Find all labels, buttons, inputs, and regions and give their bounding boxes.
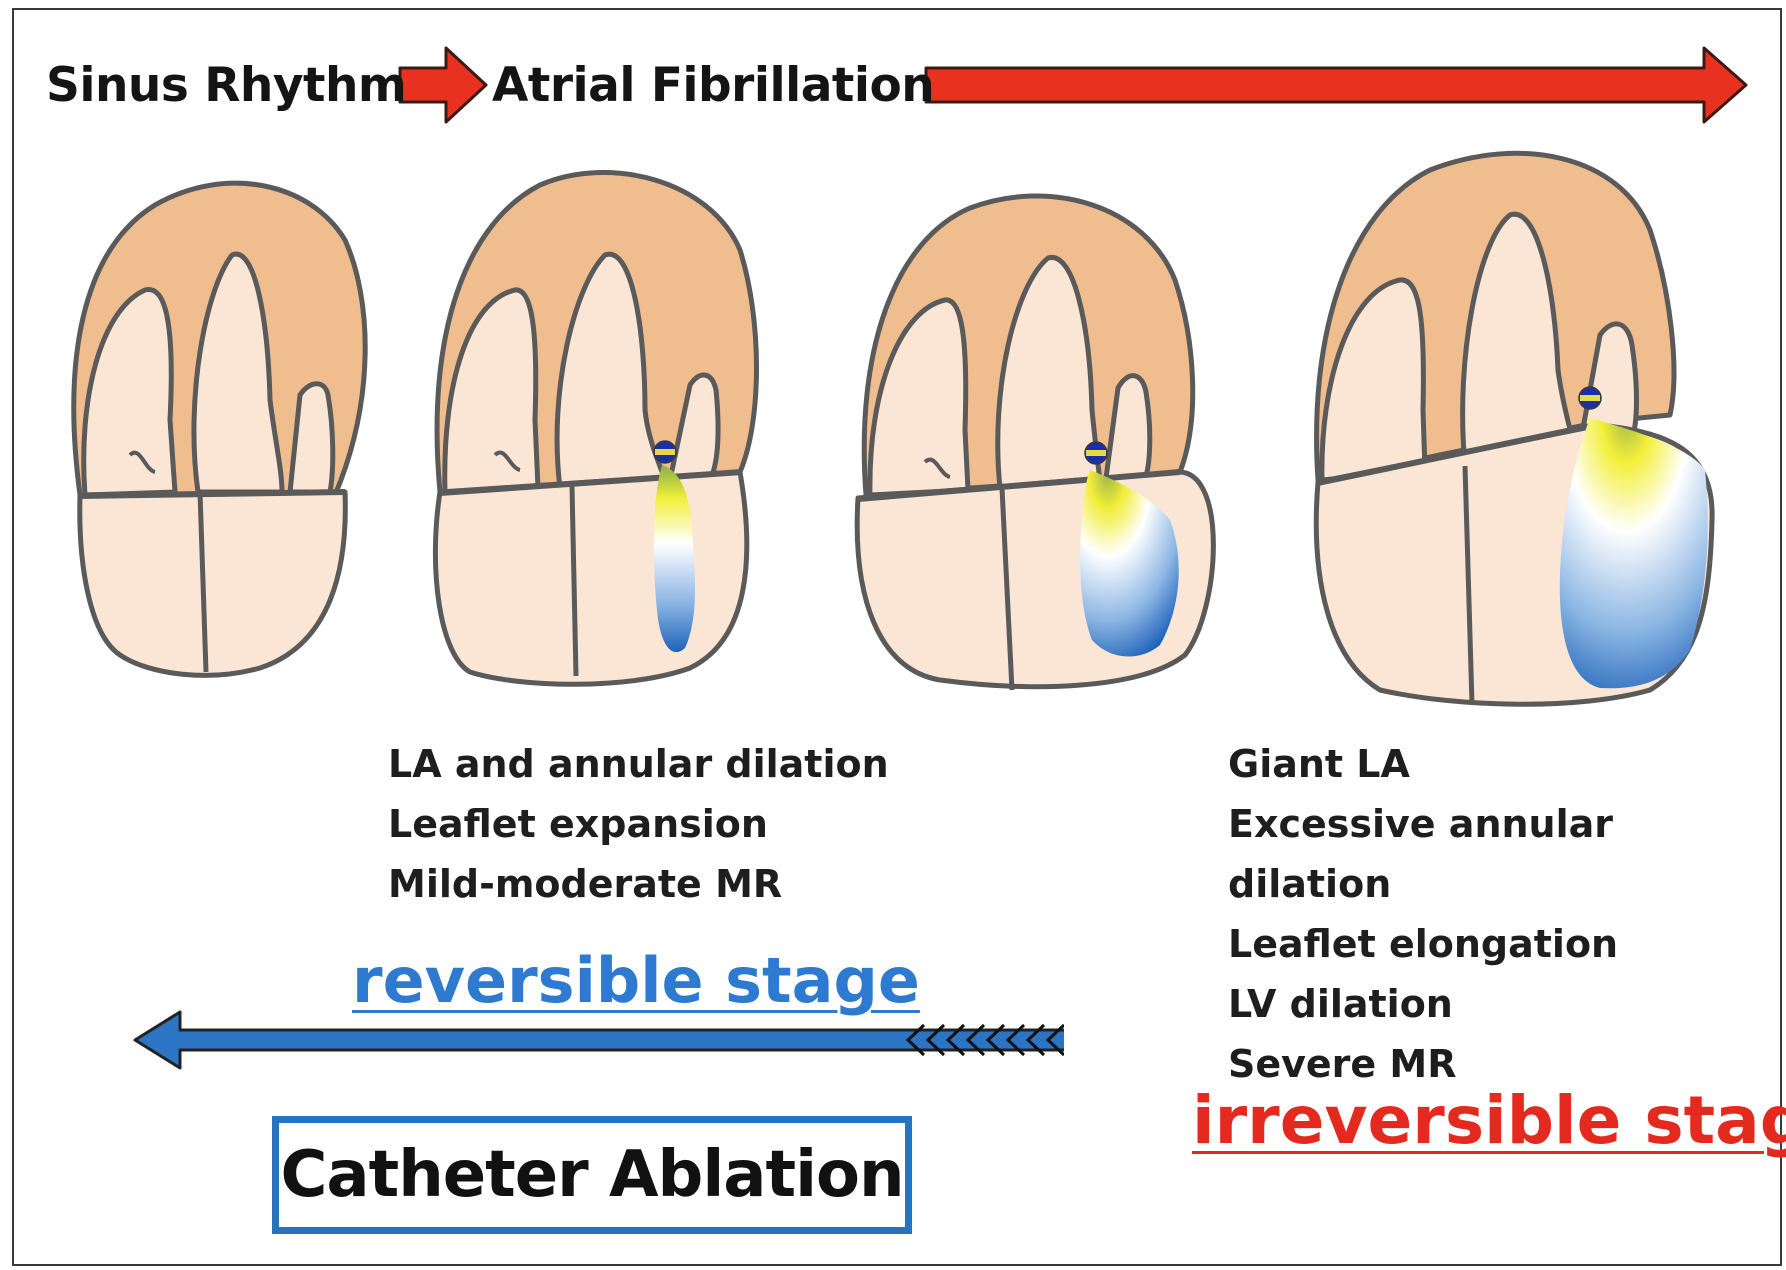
mr-origin-mild [654, 441, 676, 463]
finding-item: LV dilation [1228, 974, 1786, 1034]
heart-sinus-rhythm [74, 183, 365, 675]
reversible-findings-list: LA and annular dilation Leaflet expansio… [388, 734, 889, 914]
finding-item: LA and annular dilation [388, 734, 889, 794]
mr-origin-moderate [1085, 442, 1107, 464]
reversible-stage-label: reversible stage [352, 950, 920, 1012]
mr-jet-severe [1560, 418, 1708, 688]
heart-early-af [435, 173, 756, 685]
finding-item: Giant LA [1228, 734, 1786, 794]
sinus-to-af-arrow [400, 48, 486, 122]
irreversible-findings-list: Giant LA Excessive annular dilation Leaf… [1228, 734, 1786, 1094]
catheter-ablation-box: Catheter Ablation [272, 1116, 912, 1234]
reversal-arrow [135, 1012, 1080, 1068]
sinus-rhythm-label: Sinus Rhythm [46, 62, 406, 109]
finding-item: Leaflet expansion [388, 794, 889, 854]
finding-item: Mild-moderate MR [388, 854, 889, 914]
af-progression-arrow [926, 48, 1746, 122]
atrial-fibrillation-label: Atrial Fibrillation [492, 62, 934, 109]
finding-item: Leaflet elongation [1228, 914, 1786, 974]
finding-item: Excessive annular dilation [1228, 794, 1786, 914]
irreversible-stage-label: irreversible stage [1192, 1088, 1786, 1154]
mr-origin-severe [1579, 387, 1601, 409]
